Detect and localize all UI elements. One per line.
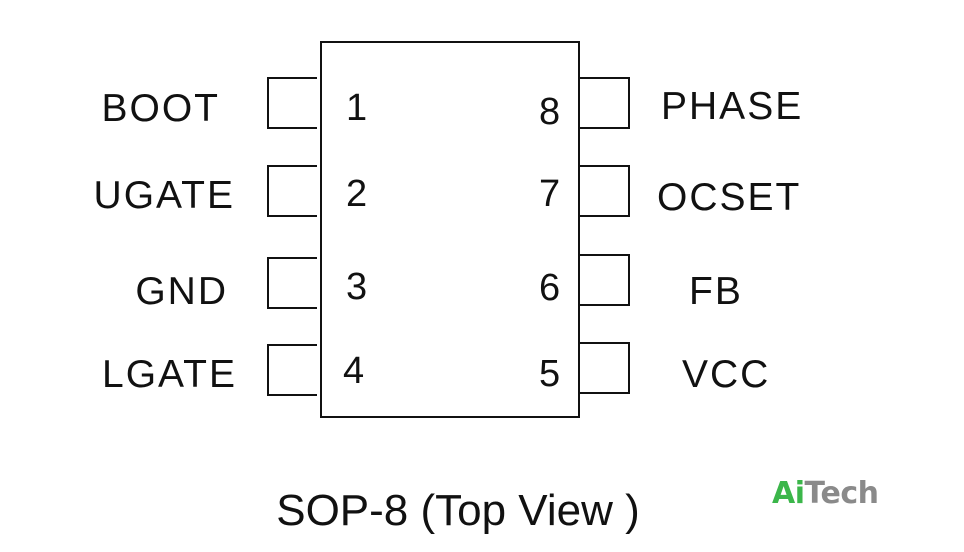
pin-7-number: 7: [539, 173, 561, 215]
pin-1-number: 1: [346, 87, 368, 129]
package-caption: SOP-8 (Top View ): [276, 486, 640, 535]
pin-4-lead: [267, 344, 317, 396]
pin-2-number: 2: [346, 173, 368, 215]
ic-package-body: [320, 41, 580, 418]
pin-2-name: UGATE: [93, 174, 235, 217]
pin-6-name: FB: [689, 270, 743, 313]
pin-4-number: 4: [343, 350, 365, 392]
pin-1-lead: [267, 77, 317, 129]
pin-7-name: OCSET: [657, 176, 802, 219]
pin-2-lead: [267, 165, 317, 217]
pin-6-lead: [580, 254, 630, 306]
pin-8-lead: [580, 77, 630, 129]
pin-8-name: PHASE: [661, 85, 804, 128]
logo-part-ai: Ai: [772, 476, 805, 511]
pin-3-number: 3: [346, 266, 368, 308]
pin-5-number: 5: [539, 353, 561, 395]
pin-3-name: GND: [135, 270, 228, 313]
pin-3-lead: [267, 257, 317, 309]
pin-5-lead: [580, 342, 630, 394]
pin-8-number: 8: [539, 91, 561, 133]
pin-7-lead: [580, 165, 630, 217]
pin-5-name: VCC: [682, 353, 771, 396]
pin-1-name: BOOT: [101, 87, 220, 130]
logo-part-tech: Tech: [804, 476, 879, 511]
aitech-logo: AiTech: [772, 476, 879, 511]
pin-6-number: 6: [539, 267, 561, 309]
pin-4-name: LGATE: [102, 353, 237, 396]
